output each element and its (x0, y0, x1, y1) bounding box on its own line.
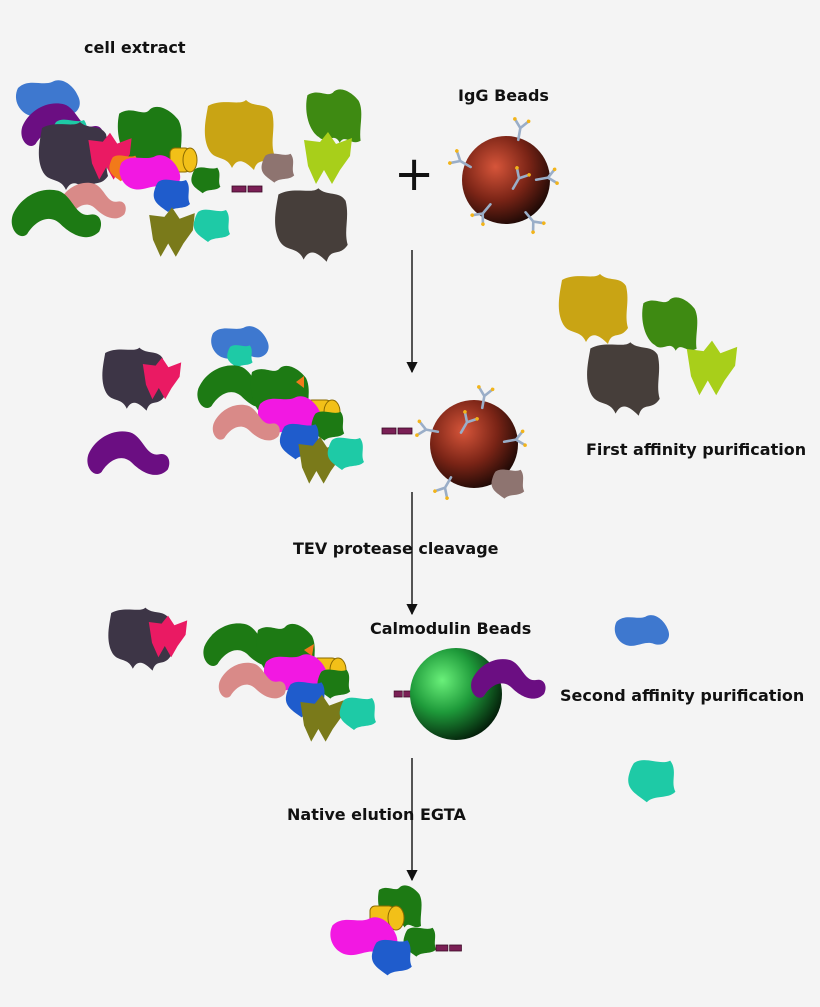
label-first-affinity: First affinity purification (586, 440, 806, 459)
label-native-elution: Native elution EGTA (287, 805, 466, 824)
plus-sign: + (394, 146, 434, 202)
label-calmodulin-beads: Calmodulin Beads (370, 619, 531, 638)
igg-bead (446, 115, 561, 236)
label-second-affinity: Second affinity purification (560, 686, 804, 705)
calmodulin-bead (410, 648, 546, 740)
label-tev-cleavage: TEV protease cleavage (293, 539, 499, 558)
label-igg-beads: IgG Beads (458, 86, 549, 105)
tap-complex-on-calmodulin-bead (203, 623, 413, 742)
label-cell-extract: cell extract (84, 38, 186, 57)
tap-complex-on-igg-bead (197, 365, 413, 484)
cell-extract-protein-mix (11, 80, 362, 262)
first-affinity-discarded-proteins (558, 274, 738, 416)
igg-bead-step-2 (413, 383, 529, 502)
unbound-proteins-step-2 (87, 326, 269, 475)
purified-tap-complex (330, 885, 462, 976)
